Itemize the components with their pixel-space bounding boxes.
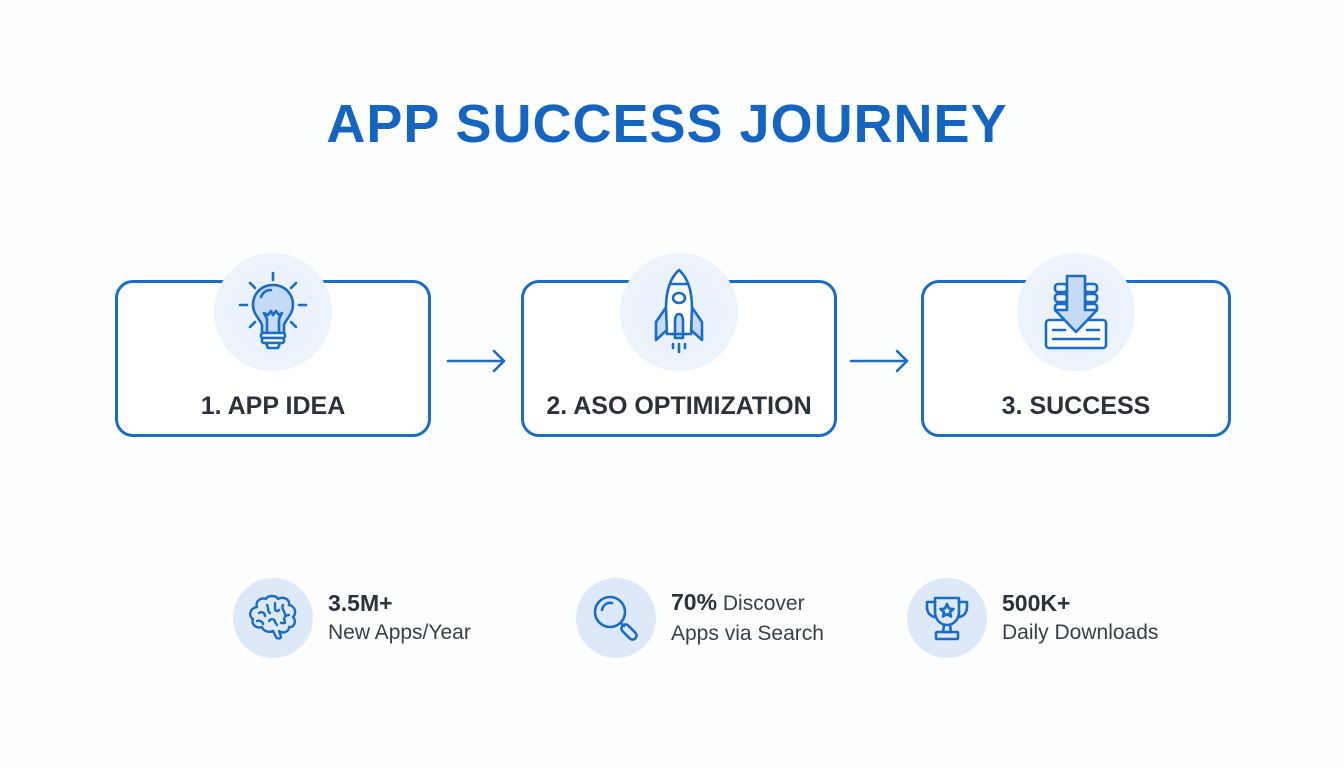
- step-icon-circle: [1017, 253, 1135, 371]
- step-icon-circle: [214, 253, 332, 371]
- stat-icon-circle: [576, 578, 656, 658]
- step-label: 1. APP IDEA: [200, 392, 346, 420]
- stat-value: 500K+: [1002, 590, 1071, 616]
- stat-icon-circle: [907, 578, 987, 658]
- stat-new-apps: 3.5M+ New Apps/Year: [233, 578, 471, 658]
- stat-description: Apps via Search: [671, 622, 824, 645]
- trophy-icon: [925, 596, 969, 641]
- stat-description: Daily Downloads: [1002, 621, 1159, 644]
- stat-daily-downloads: 500K+ Daily Downloads: [907, 578, 1158, 658]
- search-icon: [593, 595, 638, 641]
- brain-icon: [249, 594, 297, 640]
- arrow-right-icon: [446, 349, 506, 373]
- stat-text: 500K+ Daily Downloads: [1002, 588, 1158, 648]
- page-title: APP SUCCESS JOURNEY: [326, 94, 1008, 154]
- arrow-right-icon: [849, 349, 909, 373]
- rocket-icon: [654, 268, 704, 354]
- stat-value: 3.5M+: [328, 590, 393, 616]
- stat-search-discovery: 70% Discover Apps via Search: [576, 578, 824, 658]
- stat-text: 70% Discover Apps via Search: [671, 587, 824, 649]
- stat-icon-circle: [233, 578, 313, 658]
- stat-text: 3.5M+ New Apps/Year: [328, 588, 471, 648]
- stat-description: New Apps/Year: [328, 621, 471, 644]
- step-icon-circle: [620, 253, 738, 371]
- stat-value: 70%: [671, 589, 718, 615]
- step-label: 2. ASO OPTIMIZATION: [546, 392, 812, 420]
- lightbulb-icon: [238, 271, 308, 350]
- download-icon: [1044, 274, 1108, 350]
- step-label: 3. SUCCESS: [1001, 392, 1151, 420]
- stat-inline-text: Discover: [717, 592, 805, 615]
